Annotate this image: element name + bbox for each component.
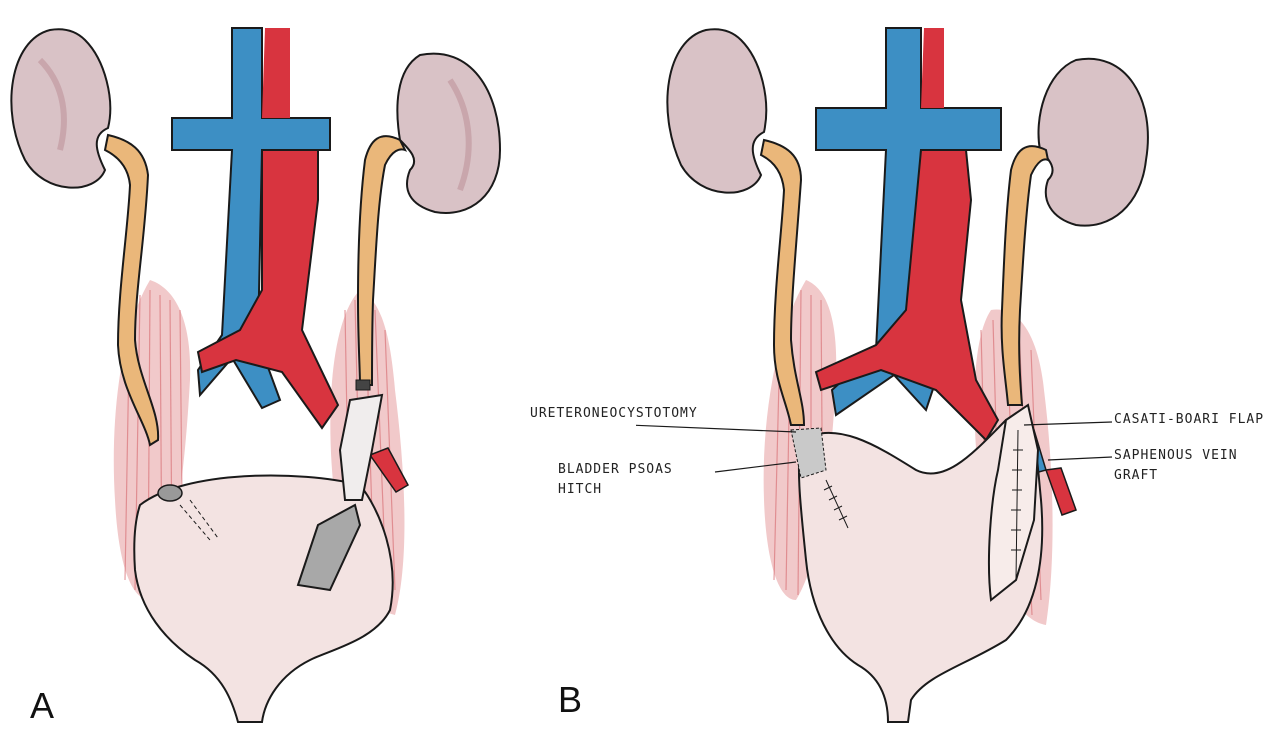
panel-label-a: A xyxy=(30,685,54,727)
panel-label-b-text: B xyxy=(558,679,582,721)
kidney-left xyxy=(11,29,110,187)
label-ureteroneocystotomy: URETERONEOCYSTOTOMY xyxy=(530,406,698,421)
label-bladder-psoas-line1: BLADDER PSOAS xyxy=(558,462,673,477)
label-saphenous-vein-line1: SAPHENOUS VEIN xyxy=(1114,448,1238,463)
kidney-right xyxy=(1039,59,1148,226)
panel-b-illustration xyxy=(636,0,1272,729)
panel-a-illustration xyxy=(0,0,636,729)
kidney-left xyxy=(667,29,766,192)
ureter-left xyxy=(761,140,804,425)
label-bladder-psoas-line2: HITCH xyxy=(558,482,602,497)
kidney-right xyxy=(397,54,500,213)
panel-b: URETERONEOCYSTOTOMY BLADDER PSOAS HITCH … xyxy=(636,0,1272,729)
panel-a: A xyxy=(0,0,636,729)
label-casati-boari-flap: CASATI-BOARI FLAP xyxy=(1114,412,1264,427)
label-saphenous-vein-line2: GRAFT xyxy=(1114,468,1158,483)
bladder xyxy=(791,405,1042,722)
